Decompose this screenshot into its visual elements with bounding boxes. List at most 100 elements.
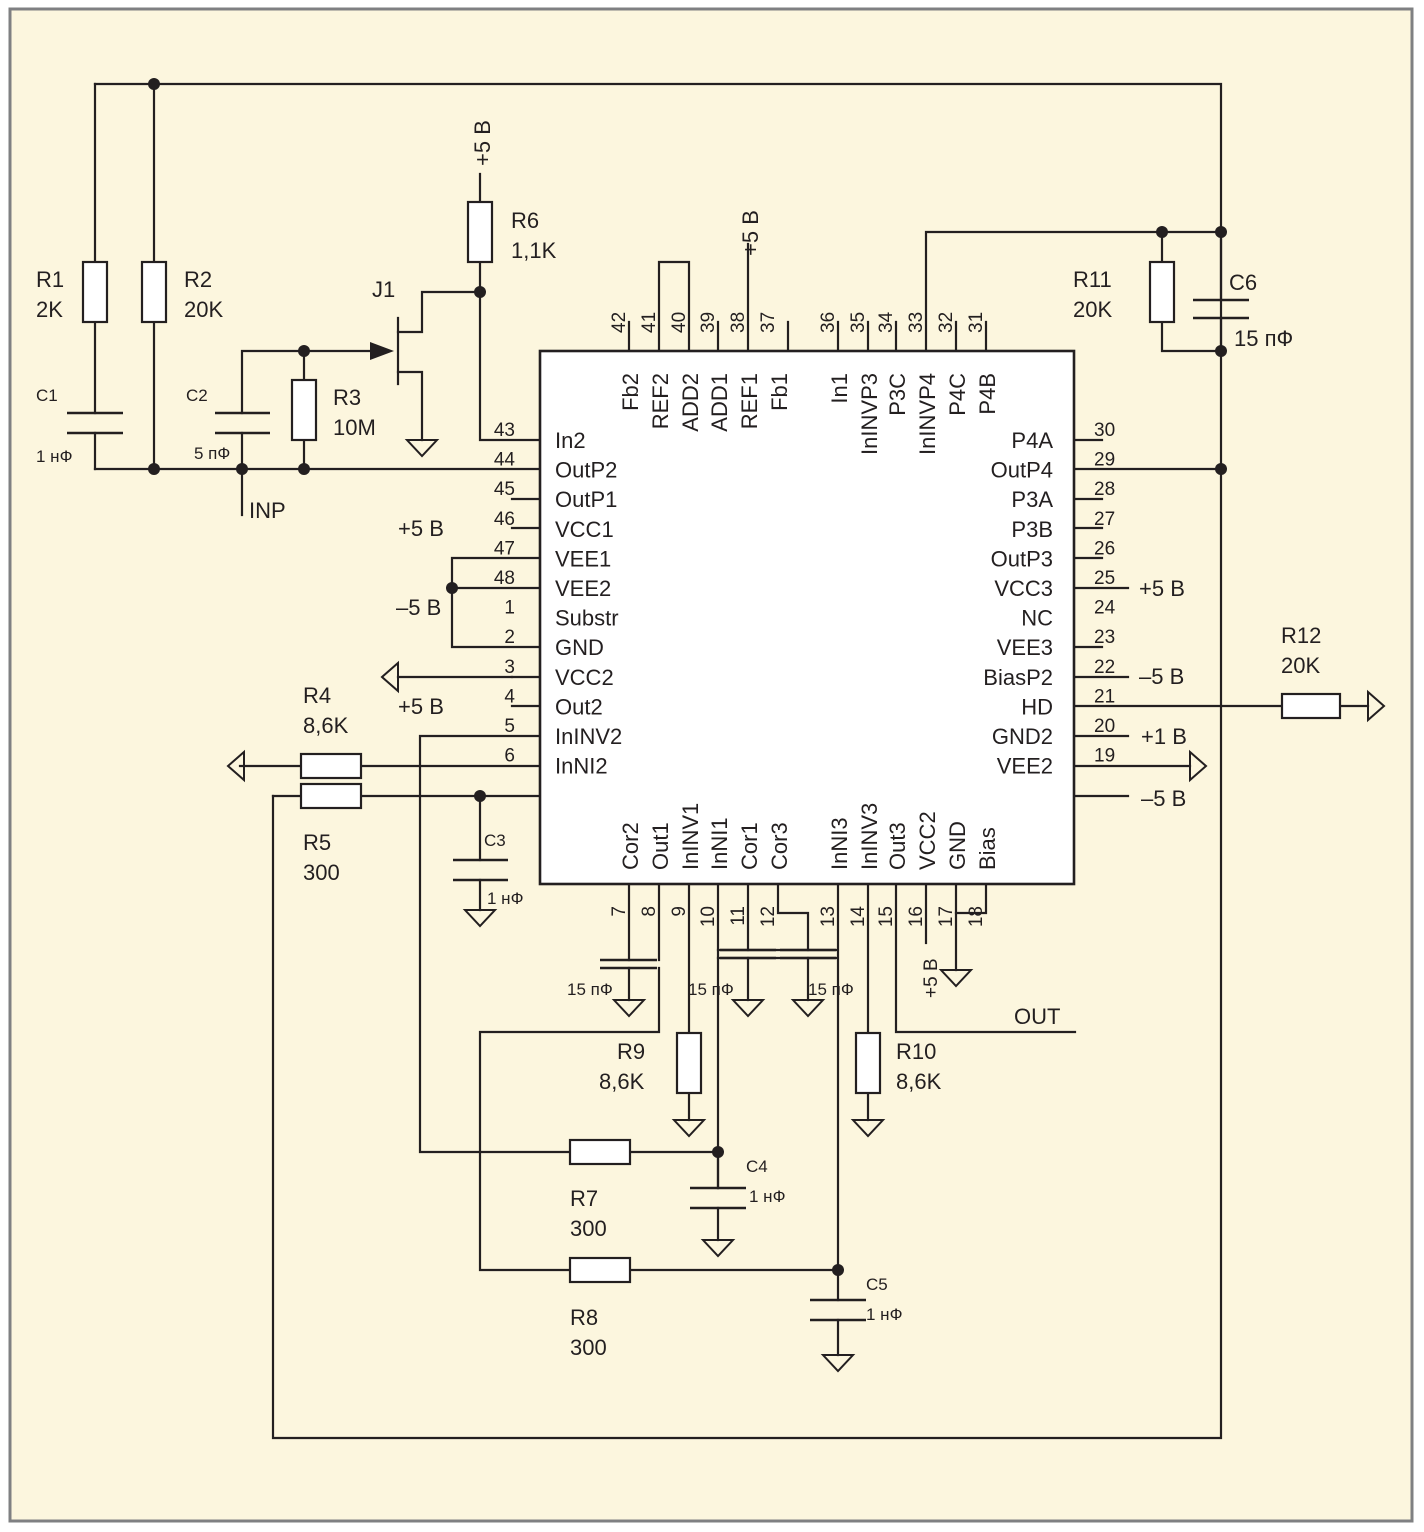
pin-name: REF2 [648, 373, 673, 429]
ground-icon [938, 969, 974, 988]
capacitor-cor2-plates [600, 958, 657, 970]
pin-name: HD [1021, 694, 1053, 719]
c-cor3-value: 15 пФ [808, 980, 854, 999]
resistor-r8-body [568, 1256, 632, 1284]
pin-name: NC [1021, 606, 1053, 631]
resistor-r4-body [299, 752, 363, 780]
r7-value: 300 [570, 1216, 607, 1241]
r10-value: 8,6K [896, 1069, 942, 1094]
pin-number: 8 [639, 906, 660, 917]
pin-name: Out3 [885, 822, 910, 870]
r1-ref: R1 [36, 267, 64, 292]
pin-number: 45 [494, 479, 515, 500]
capacitor-c4-plates [690, 1186, 746, 1210]
pin-number: 24 [1094, 598, 1116, 619]
c4-value: 1 нФ [749, 1187, 786, 1206]
c3-ref: C3 [484, 831, 506, 850]
j1-ref: J1 [372, 277, 395, 302]
r5-value: 300 [303, 860, 340, 885]
r10-ref: R10 [896, 1039, 936, 1064]
pin-number: 18 [966, 906, 987, 927]
resistor-r9-body [675, 1031, 703, 1095]
ground-icon [404, 439, 440, 458]
pin-name: InINV3 [857, 803, 882, 870]
pin-name: InNI2 [555, 754, 608, 779]
pin-name: P3B [1011, 517, 1053, 542]
r12-value: 20K [1281, 653, 1320, 678]
ground-symbols [226, 439, 1386, 1373]
pin-number: 1 [504, 598, 515, 619]
r6-value: 1,1K [511, 238, 557, 263]
r9-ref: R9 [617, 1039, 645, 1064]
pin-name: ADD1 [707, 373, 732, 432]
ground-icon [700, 1239, 736, 1258]
pin-number: 7 [609, 906, 630, 917]
inp-label: INP [249, 498, 286, 523]
pin-name: OutP4 [991, 458, 1053, 483]
pin-name: P4B [975, 373, 1000, 415]
pin-name: InINVP3 [857, 373, 882, 455]
ic-body [538, 349, 1076, 886]
pin-name: P4A [1011, 428, 1053, 453]
pin-number: 30 [1094, 420, 1115, 441]
capacitors [67, 298, 1249, 1322]
c-cor1-value: 15 пФ [688, 980, 734, 999]
pin-name: InNI1 [707, 817, 732, 870]
pin-number: 46 [494, 509, 515, 530]
pin-number: 21 [1094, 686, 1115, 707]
r3-value: 10M [333, 415, 376, 440]
pin-number: 13 [818, 906, 839, 927]
pin-name: VCC2 [915, 811, 940, 870]
vee3-supply-label: –5 В [1139, 664, 1184, 689]
ground-icon [671, 1119, 707, 1138]
ground-icon [1367, 689, 1386, 723]
pin-number: 5 [504, 716, 515, 737]
r3-ref: R3 [333, 385, 361, 410]
pin-number: 39 [698, 312, 719, 333]
c5-ref: C5 [866, 1275, 888, 1294]
pin-number: 33 [906, 312, 927, 333]
pin-number: 2 [504, 627, 515, 648]
pin-number: 40 [669, 312, 690, 333]
r11-ref: R11 [1073, 267, 1112, 292]
ground-icon [611, 999, 647, 1018]
ic-right-pins: 30P4A29OutP428P3A27P3B26OutP325VCC324NC2… [983, 420, 1115, 779]
r1-value: 2K [36, 297, 63, 322]
resistor-r7-body [568, 1138, 632, 1166]
pin-number: 26 [1094, 538, 1115, 559]
pin-number: 3 [504, 657, 515, 678]
ground-icon [820, 1354, 856, 1373]
c1-ref: C1 [36, 386, 58, 405]
pin-number: 38 [728, 312, 749, 333]
pin-name: Substr [555, 606, 619, 631]
r6-supply-label: +5 В [470, 120, 495, 166]
pin-number: 9 [669, 906, 690, 917]
r9-value: 8,6K [599, 1069, 645, 1094]
c4-ref: C4 [746, 1157, 768, 1176]
capacitor-c5-plates [810, 1298, 866, 1322]
pin-name: InINV1 [678, 803, 703, 870]
pin-number: 31 [966, 312, 987, 333]
ic-top-pins: 42Fb241REF240ADD239ADD138REF137Fb136In13… [609, 311, 1000, 455]
pin-name: In1 [827, 373, 852, 404]
pin-number: 29 [1094, 450, 1115, 471]
pin-name: InINVP4 [915, 373, 940, 455]
out-label: OUT [1014, 1004, 1060, 1029]
pin-number: 20 [1094, 716, 1115, 737]
c2-value: 5 пФ [194, 444, 230, 463]
wires [93, 82, 1370, 1440]
pin-number: 47 [494, 538, 515, 559]
supply-labels: +5 В +5 В +5 В –5 В +5 В +5 В –5 В +1 В … [396, 120, 1187, 998]
pin-number: 43 [494, 420, 515, 441]
r8-value: 300 [570, 1335, 607, 1360]
pin-number: 25 [1094, 568, 1115, 589]
pin-number: 35 [848, 312, 869, 333]
capacitor-cor3-plates [780, 948, 836, 960]
vee2-supply-label: –5 В [1141, 786, 1186, 811]
pin-name: VCC1 [555, 517, 614, 542]
pin-number: 23 [1094, 627, 1115, 648]
r6-ref: R6 [511, 208, 539, 233]
resistor-r2-body [140, 260, 168, 324]
ground-icon [462, 909, 498, 928]
